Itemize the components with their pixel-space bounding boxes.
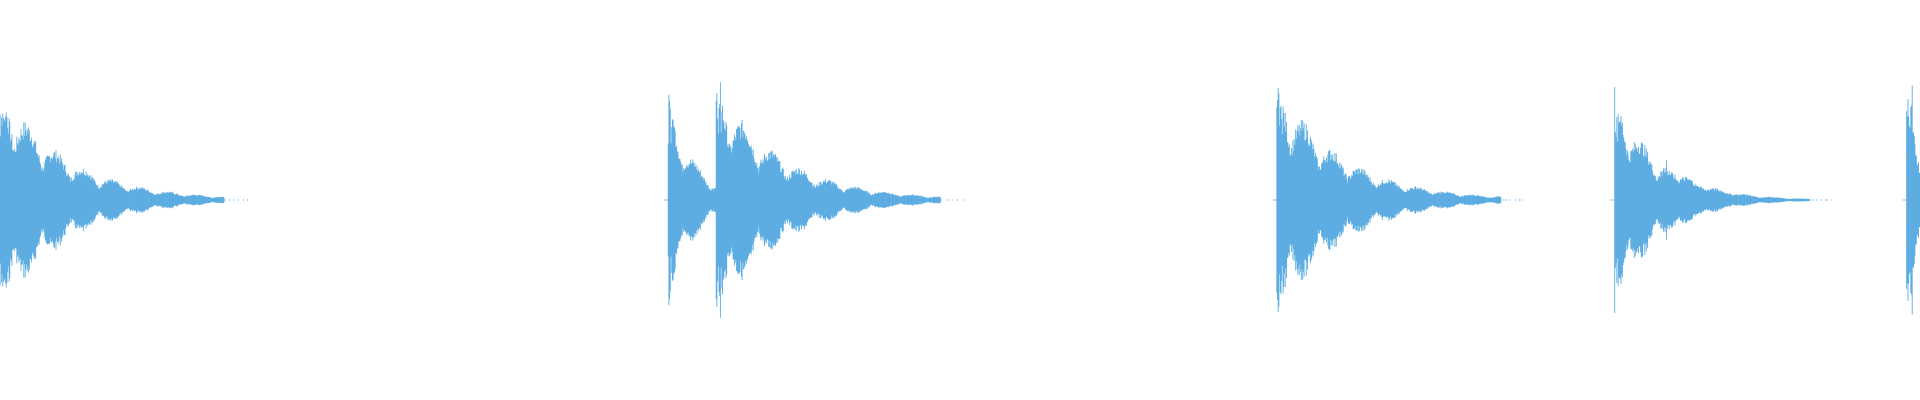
waveform-burst — [1272, 88, 1523, 312]
waveform-burst — [1902, 85, 1920, 315]
waveform-burst — [1656, 160, 1833, 240]
waveform-burst — [0, 112, 248, 288]
waveform-bursts — [0, 82, 1920, 318]
waveform-burst — [712, 82, 964, 318]
